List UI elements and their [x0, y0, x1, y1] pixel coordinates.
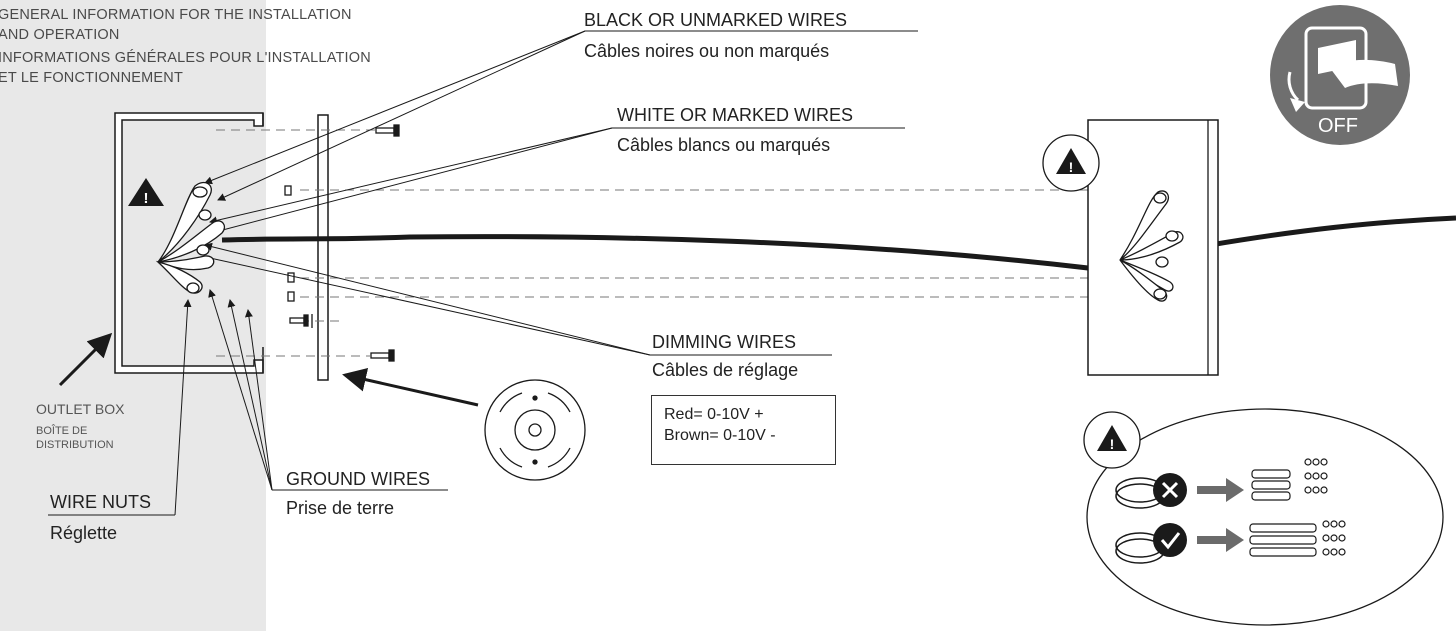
gray-side-panel: [0, 0, 266, 631]
warning-icon: !: [128, 178, 164, 207]
header-line-3: INFORMATIONS GÉNÉRALES POUR L'INSTALLATI…: [0, 50, 371, 66]
svg-text:!: !: [1110, 436, 1115, 452]
wire-nuts-right: [1119, 190, 1184, 302]
svg-text:!: !: [144, 190, 149, 207]
canopy-plate: [484, 379, 586, 481]
header-line-2: AND OPERATION: [0, 27, 120, 43]
outlet-box-pointer: [58, 332, 113, 387]
label-outlet-box-fr-2: DISTRIBUTION: [36, 439, 114, 451]
warning-icon-fixture: !: [1042, 134, 1100, 192]
plate-pointer: [342, 367, 479, 407]
power-off-icon: OFF: [1270, 5, 1410, 145]
dimming-red-value: Red= 0-10V +: [664, 406, 764, 423]
label-black-wires: BLACK OR UNMARKED WIRES: [584, 10, 848, 30]
label-white-wires-fr: Câbles blancs ou marqués: [617, 135, 831, 155]
label-black-wires-fr: Câbles noires ou non marqués: [584, 41, 830, 61]
outlet-box: [114, 112, 264, 374]
leader-lines: [48, 30, 918, 516]
screws: [284, 124, 1112, 362]
label-outlet-box: OUTLET BOX: [36, 401, 125, 417]
svg-text:!: !: [1069, 159, 1074, 175]
svg-text:OFF: OFF: [1318, 115, 1358, 137]
dimming-values-box: Red= 0-10V + Brown= 0-10V -: [651, 395, 836, 465]
label-wire-nuts: WIRE NUTS: [50, 492, 151, 512]
arrow-right-icon: [1197, 478, 1244, 552]
power-cable: [221, 215, 1456, 271]
hardware-callout: !: [1083, 408, 1444, 626]
mounting-plate: [317, 114, 329, 381]
long-screws: [1249, 520, 1346, 557]
alignment-dashed-lines: [216, 129, 1088, 357]
wire-nuts-left: [155, 181, 226, 294]
label-outlet-box-fr-1: BOÎTE DE: [36, 425, 88, 437]
label-ground-wires: GROUND WIRES: [286, 469, 430, 489]
label-dimming-wires-fr: Câbles de réglage: [652, 360, 799, 380]
short-screws: [1251, 458, 1328, 501]
incorrect-x-icon: [1153, 473, 1187, 507]
correct-check-icon: [1153, 523, 1187, 557]
header-line-4: ET LE FONCTIONNEMENT: [0, 70, 183, 86]
warning-icon-callout: !: [1083, 411, 1141, 469]
label-wire-nuts-fr: Réglette: [50, 523, 118, 543]
label-ground-wires-fr: Prise de terre: [286, 498, 395, 518]
header-line-1: GENERAL INFORMATION FOR THE INSTALLATION: [0, 7, 352, 23]
label-dimming-wires: DIMMING WIRES: [652, 332, 796, 352]
label-white-wires: WHITE OR MARKED WIRES: [617, 105, 854, 125]
dimming-brown-value: Brown= 0-10V -: [664, 427, 776, 444]
